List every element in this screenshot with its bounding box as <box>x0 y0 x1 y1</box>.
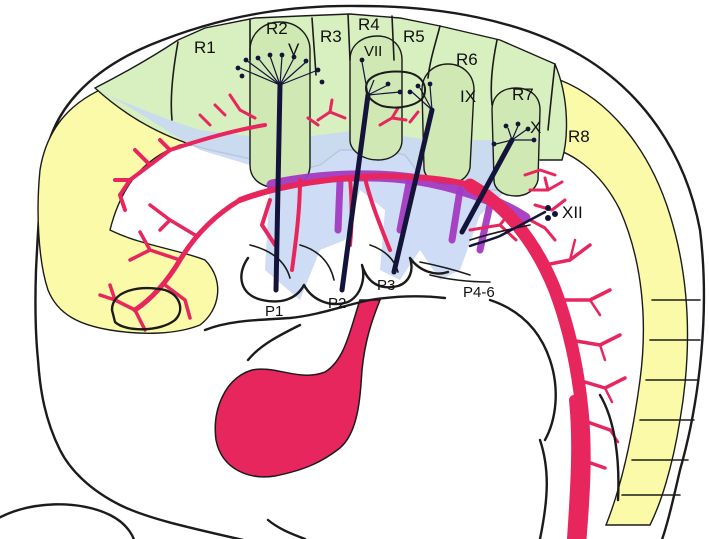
rhombomere-label-r3: R3 <box>320 27 342 46</box>
arch-label-p2: P2 <box>328 295 346 312</box>
nerve-ganglion-dots <box>235 52 558 221</box>
rhombomere-label-r2: R2 <box>266 19 288 38</box>
nerve-label-x: X <box>530 118 541 137</box>
rhombomere-label-r1: R1 <box>194 38 216 57</box>
arch-label-p3: P3 <box>377 277 395 294</box>
aortic-arch-branches <box>334 174 494 254</box>
pharyngeal-arch-outlines <box>240 256 450 306</box>
face-bulge <box>0 503 135 539</box>
face-contour <box>203 295 620 539</box>
cranial-nerve-labels: V VII IX X XII <box>288 40 583 222</box>
heart <box>214 299 382 478</box>
rhombomere-label-r8: R8 <box>568 127 590 146</box>
rhombomere-label-r4: R4 <box>358 15 380 34</box>
optic-vesicle <box>110 287 182 331</box>
nerve-label-ix: IX <box>460 87 476 106</box>
rhombomere-labels: R1 R2 R3 R4 R5 R6 R7 R8 <box>194 15 590 146</box>
rhombomere-label-r6: R6 <box>456 50 478 69</box>
arch-label-p4-6: P4-6 <box>463 284 495 301</box>
cranial-nerves <box>239 55 547 293</box>
embryo-body <box>34 4 706 539</box>
arch-label-p1: P1 <box>265 303 283 320</box>
nerve-label-v: V <box>288 40 300 59</box>
neural-tube-segments <box>621 299 701 496</box>
nerve-label-vii: VII <box>364 43 382 60</box>
rhombomere-label-r7: R7 <box>512 85 534 104</box>
rhombomere-label-r5: R5 <box>403 27 425 46</box>
rhombomere-dividers <box>170 13 556 131</box>
neural-tube <box>37 59 689 526</box>
pharyngeal-arch-labels: P1 P2 P3 P4-6 <box>265 277 495 320</box>
nerve-label-xii: XII <box>562 203 583 222</box>
